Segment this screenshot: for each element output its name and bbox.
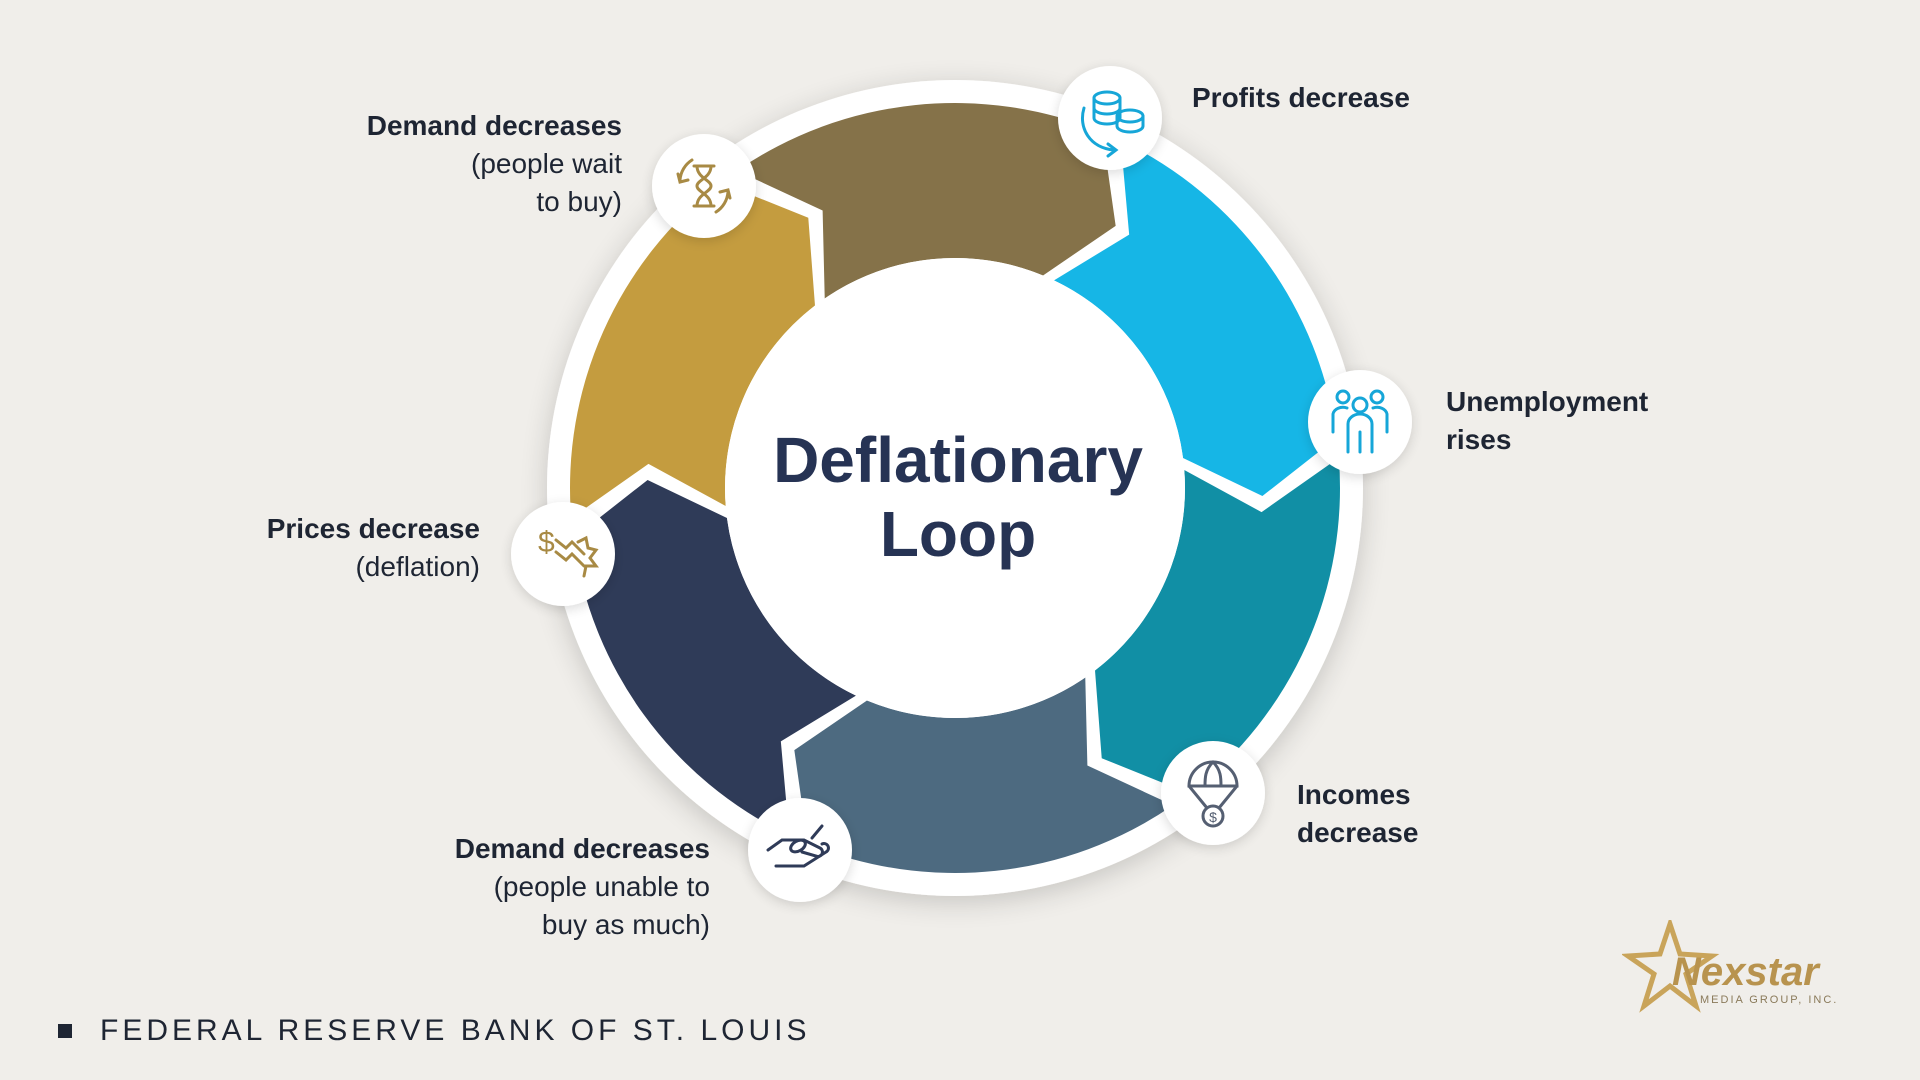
dollar-trend-down-icon: $ bbox=[538, 526, 599, 578]
step-subtitle: (deflation) bbox=[355, 551, 480, 582]
step-title: Prices decrease bbox=[266, 513, 480, 544]
step-label-prices: Prices decrease (deflation) bbox=[180, 510, 480, 586]
step-title: Unemployment bbox=[1446, 386, 1649, 417]
center-circle bbox=[725, 258, 1185, 718]
step-label-profits: Profits decrease bbox=[1192, 79, 1410, 117]
step-subtitle: rises bbox=[1446, 424, 1512, 455]
step-subtitle-line2: buy as much) bbox=[541, 909, 710, 940]
step-icon-dollar-trend bbox=[511, 502, 615, 606]
step-subtitle: decrease bbox=[1297, 817, 1419, 848]
step-title: Demand decreases bbox=[366, 110, 622, 141]
star-icon bbox=[1622, 920, 1720, 1013]
source-credit: FEDERAL RESERVE BANK OF ST. LOUIS bbox=[58, 1014, 811, 1048]
step-icon-parachute bbox=[1161, 741, 1265, 845]
segment-demand-wait bbox=[736, 103, 1116, 299]
step-icon-people bbox=[1308, 370, 1412, 474]
step-title: Profits decrease bbox=[1192, 82, 1410, 113]
hand-money-icon bbox=[766, 824, 830, 868]
step-label-demand-unable: Demand decreases (people unable to buy a… bbox=[380, 830, 710, 944]
center-title-line2: Loop bbox=[880, 498, 1036, 570]
step-label-demand-wait: Demand decreases (people wait to buy) bbox=[300, 107, 622, 221]
logo-name: Nexstar bbox=[1672, 950, 1819, 994]
hourglass-cycle-icon bbox=[676, 158, 732, 214]
svg-text:$: $ bbox=[538, 526, 555, 559]
nexstar-logo bbox=[1622, 920, 1720, 1013]
svg-text:$: $ bbox=[1209, 809, 1217, 825]
parachute-dollar-icon: $ bbox=[1187, 760, 1239, 828]
source-credit-text: FEDERAL RESERVE BANK OF ST. LOUIS bbox=[100, 1014, 811, 1047]
step-label-incomes: Incomes decrease bbox=[1297, 776, 1418, 852]
step-subtitle-line1: (people wait bbox=[471, 148, 622, 179]
people-icon bbox=[1331, 389, 1389, 454]
segment-demand-unable bbox=[573, 479, 856, 836]
center-title-line1: Deflationary bbox=[773, 424, 1143, 496]
step-title: Demand decreases bbox=[454, 833, 710, 864]
segment-unemployment bbox=[1095, 457, 1341, 794]
step-icon-coins bbox=[1058, 66, 1162, 170]
segment-incomes bbox=[794, 677, 1174, 873]
logo-subtitle: MEDIA GROUP, INC. bbox=[1700, 994, 1839, 1006]
step-title: Incomes bbox=[1297, 779, 1411, 810]
loop-segments bbox=[570, 103, 1341, 873]
coins-icon bbox=[1081, 90, 1145, 158]
square-bullet-icon bbox=[58, 1024, 72, 1038]
segment-prices bbox=[570, 182, 815, 519]
step-subtitle-line1: (people unable to bbox=[493, 871, 710, 902]
segment-profits bbox=[1054, 140, 1337, 497]
step-icon-hourglass bbox=[652, 134, 756, 238]
step-label-unemployment: Unemployment rises bbox=[1446, 383, 1648, 459]
step-subtitle-line2: to buy) bbox=[536, 186, 622, 217]
